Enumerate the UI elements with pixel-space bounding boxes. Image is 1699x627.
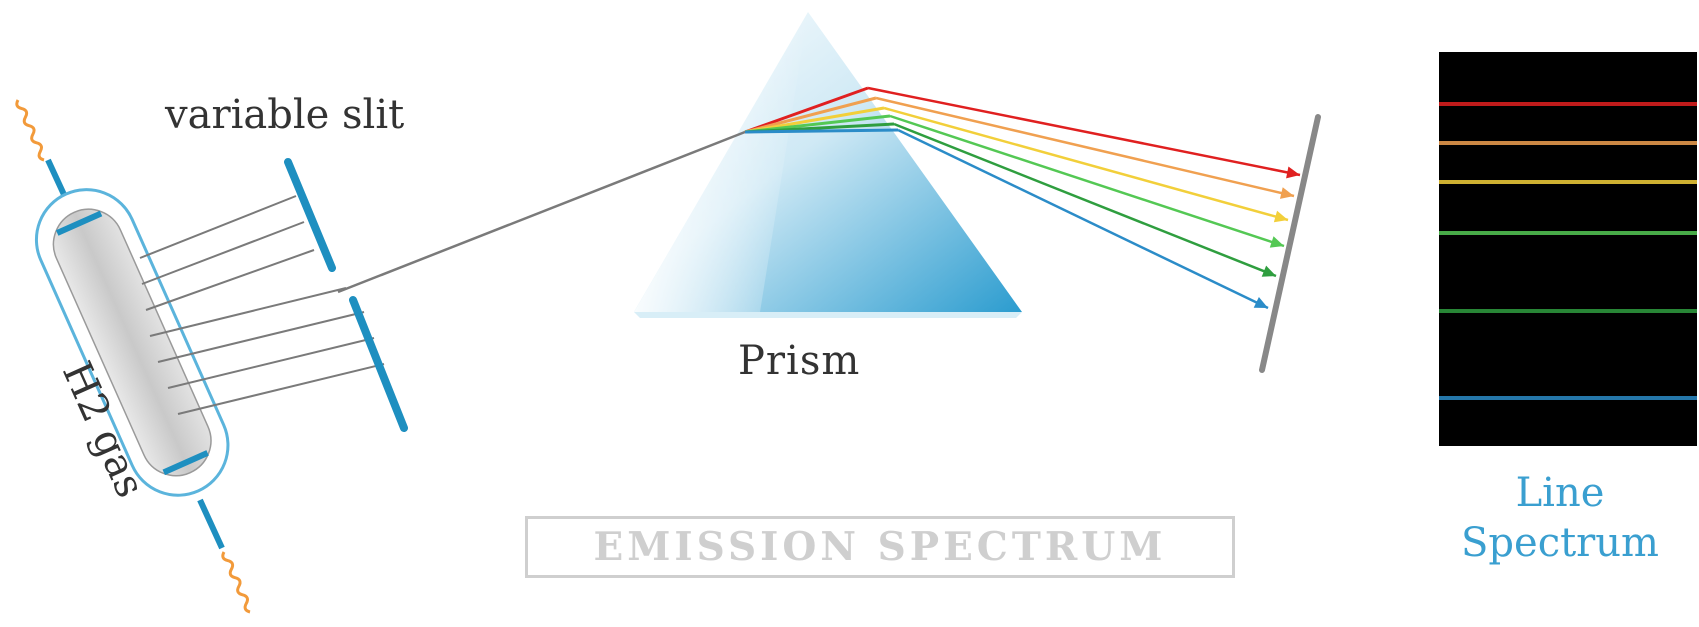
internal-ray-red <box>744 86 869 134</box>
arrowhead-green <box>1261 265 1276 277</box>
slit-lower-plate <box>349 296 408 432</box>
ray-green <box>893 122 1277 278</box>
line-spectrum-panel <box>1439 52 1697 446</box>
variable-slit <box>284 158 408 432</box>
arrowhead-light-green <box>1269 236 1284 248</box>
coil-segment <box>15 99 45 162</box>
incident-ray <box>337 130 746 294</box>
emitted-rays <box>139 195 385 415</box>
dispersed-rays <box>744 86 1301 310</box>
spectrum-lines <box>1439 102 1697 400</box>
spectral-line-orange <box>1439 141 1697 145</box>
line-spectrum-label-line2: Spectrum <box>1461 520 1659 566</box>
emitted-ray <box>149 287 347 337</box>
prism <box>634 12 1022 318</box>
spectral-line-red <box>1439 102 1697 106</box>
top-coil-icon <box>15 99 45 162</box>
arrowhead-red <box>1286 166 1300 179</box>
internal-ray-blue <box>744 128 899 134</box>
emitted-ray <box>177 363 385 415</box>
spectral-line-light-green <box>1439 231 1697 235</box>
ray-light-green <box>889 114 1285 248</box>
prism-highlight <box>634 12 808 312</box>
emitted-ray <box>157 311 365 363</box>
diagram-title: EMISSION SPECTRUM <box>593 524 1167 570</box>
coil-segment <box>221 551 251 614</box>
variable-slit-label: variable slit <box>165 92 405 138</box>
arrowhead-yellow <box>1273 210 1288 223</box>
tube-inner-gas <box>52 208 212 477</box>
spectral-line-blue <box>1439 396 1697 400</box>
slit-upper-plate <box>284 158 336 272</box>
spectral-line-yellow <box>1439 180 1697 184</box>
bottom-coil-icon <box>221 551 251 614</box>
arrowhead-blue <box>1253 296 1268 308</box>
ray-orange <box>875 96 1295 198</box>
arrowhead-orange <box>1279 187 1294 199</box>
line-spectrum-label: Line Spectrum <box>1420 468 1699 568</box>
spectral-line-green <box>1439 309 1697 313</box>
emitted-ray <box>141 221 305 285</box>
screen <box>1259 114 1321 373</box>
top-electrode-plate <box>55 210 103 236</box>
prism-shadow <box>634 312 1022 318</box>
hydrogen-gas-tube <box>15 99 251 614</box>
title-box: EMISSION SPECTRUM <box>525 516 1235 578</box>
emitted-ray <box>145 249 315 311</box>
bottom-electrode-plate <box>162 450 209 476</box>
internal-ray-orange <box>744 96 877 134</box>
emitted-ray <box>139 195 297 259</box>
bottom-electrode-wire <box>197 498 225 550</box>
ray-yellow <box>883 106 1289 222</box>
spectrum-background <box>1439 52 1697 446</box>
emitted-ray <box>167 337 375 389</box>
prism-label: Prism <box>738 338 861 384</box>
line-spectrum-label-line1: Line <box>1515 470 1605 516</box>
ray-red <box>867 86 1301 177</box>
ray-blue <box>897 128 1269 310</box>
